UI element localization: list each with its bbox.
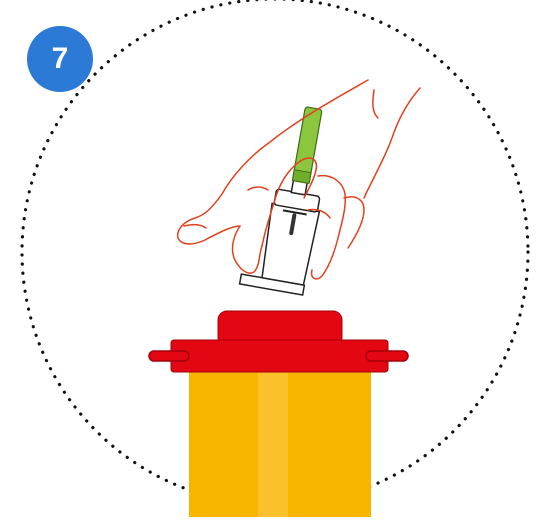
container-highlight: [258, 372, 288, 517]
hand-outline-knuckle-1: [248, 187, 268, 190]
hand-outline-knuckle-2: [184, 225, 206, 228]
green-tip-band: [292, 170, 311, 184]
sharps-container-icon: [149, 311, 408, 517]
device-body: [259, 203, 319, 285]
container-lid-tab-right: [366, 351, 408, 361]
sample-device-icon: [240, 101, 337, 296]
hand-outline-ring: [344, 197, 364, 248]
step-number-badge: 7: [27, 26, 93, 92]
container-lid-tab-left: [149, 351, 189, 361]
container-lid-rim: [171, 340, 388, 372]
step-number-label: 7: [52, 44, 69, 74]
hand-outline-forearm: [373, 90, 378, 118]
hand-outline-thumb: [233, 226, 262, 273]
